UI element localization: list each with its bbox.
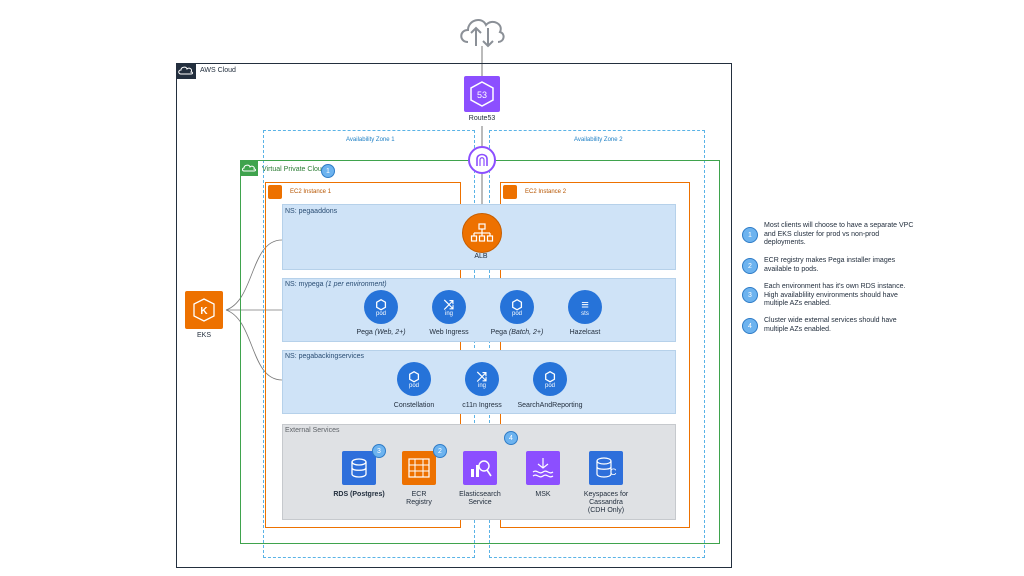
- keyspaces-icon: C: [589, 451, 623, 485]
- pega-batch-caption: Pega (Batch, 2+): [490, 329, 544, 336]
- ecr-caption: ECR Registry: [406, 491, 432, 506]
- pega-batch-pod-icon: ⬡pod: [500, 290, 534, 324]
- vpc-label: Virtual Private Cloud: [262, 166, 326, 173]
- svg-text:C: C: [610, 467, 617, 477]
- ecr-icon: [402, 451, 436, 485]
- eks-icon: K: [185, 291, 223, 329]
- eks-to-addons-line: [225, 239, 283, 311]
- namespace-pegaaddons-label: NS: pegaaddons: [285, 208, 338, 215]
- rds-icon: [342, 451, 376, 485]
- namespace-mypega-label: NS: mypega (1 per environment): [285, 281, 387, 288]
- msk-caption: MSK: [535, 491, 551, 498]
- alb-icon: [462, 213, 502, 253]
- availability-zone-1-label: Availability Zone 1: [346, 137, 395, 143]
- route53-icon-text: 53: [477, 90, 487, 100]
- namespace-mypega: [282, 278, 676, 342]
- rds-caption: RDS (Postgres): [333, 491, 385, 498]
- ec2-instance-2-icon: [503, 185, 517, 199]
- constellation-pod-icon: ⬡pod: [397, 362, 431, 396]
- c11n-ingress-icon: ⤨ing: [465, 362, 499, 396]
- alb-label: ALB: [474, 253, 488, 260]
- ec2-instance-2-label: EC2 Instance 2: [525, 189, 567, 195]
- legend-badge-1: 1: [742, 227, 758, 243]
- route53-label: Route53: [468, 115, 496, 122]
- aws-cloud-icon: [176, 63, 196, 79]
- aws-cloud-label: AWS Cloud: [200, 67, 236, 74]
- legend-badge-2: 2: [742, 258, 758, 274]
- pega-web-caption: Pega (Web, 2+): [356, 329, 406, 336]
- external-services-badge: 4: [504, 431, 518, 445]
- aws-cloud-boundary: [176, 63, 732, 568]
- hazelcast-caption: Hazelcast: [569, 329, 601, 336]
- hazelcast-sts-icon: ≡sts: [568, 290, 602, 324]
- msk-icon: [526, 451, 560, 485]
- elasticsearch-icon: [463, 451, 497, 485]
- availability-zone-2-label: Availability Zone 2: [574, 137, 623, 143]
- eks-to-backing-line: [225, 309, 283, 381]
- legend-badge-4: 4: [742, 318, 758, 334]
- external-services-label: External Services: [285, 427, 340, 434]
- legend-badge-3: 3: [742, 287, 758, 303]
- constellation-caption: Constellation: [393, 402, 435, 409]
- legend-text-2: ECR registry makes Pega installer images…: [764, 257, 896, 273]
- eks-label: EKS: [196, 332, 211, 339]
- web-ingress-caption: Web Ingress: [429, 329, 469, 336]
- legend-text-4: Cluster wide external services should ha…: [764, 317, 897, 333]
- search-and-reporting-pod-icon: ⬡pod: [533, 362, 567, 396]
- vpc-icon: [240, 160, 258, 176]
- keyspaces-caption: Keyspaces for Cassandra (CDH Only): [583, 491, 629, 514]
- legend-text-1: Most clients will choose to have a separ…: [764, 222, 914, 246]
- ec2-instance-1-label: EC2 Instance 1: [290, 189, 332, 195]
- ec2-instance-1-icon: [268, 185, 282, 199]
- internet-gateway-icon: [468, 146, 496, 174]
- svg-text:K: K: [200, 306, 208, 317]
- namespace-mypega-label-main: NS: mypega: [285, 281, 326, 288]
- namespace-pegabackingservices-label: NS: pegabackingservices: [285, 353, 364, 360]
- legend-text-3: Each environment has it's own RDS instan…: [764, 283, 906, 307]
- availability-zone-2: [489, 130, 705, 558]
- web-ingress-icon: ⤨ing: [432, 290, 466, 324]
- vpc-badge: 1: [321, 164, 335, 178]
- elasticsearch-caption: Elasticsearch Service: [459, 491, 501, 506]
- rds-badge: 3: [372, 444, 386, 458]
- ecr-badge: 2: [433, 444, 447, 458]
- pega-web-pod-icon: ⬡pod: [364, 290, 398, 324]
- route53-icon: 53: [464, 76, 500, 112]
- namespace-mypega-label-note: (1 per environment): [325, 281, 387, 288]
- availability-zone-1: [263, 130, 475, 558]
- c11n-ingress-caption: c11n Ingress: [462, 402, 502, 409]
- search-and-reporting-caption: SearchAndReporting: [517, 402, 583, 409]
- cloud-upload-download-icon: [460, 18, 505, 48]
